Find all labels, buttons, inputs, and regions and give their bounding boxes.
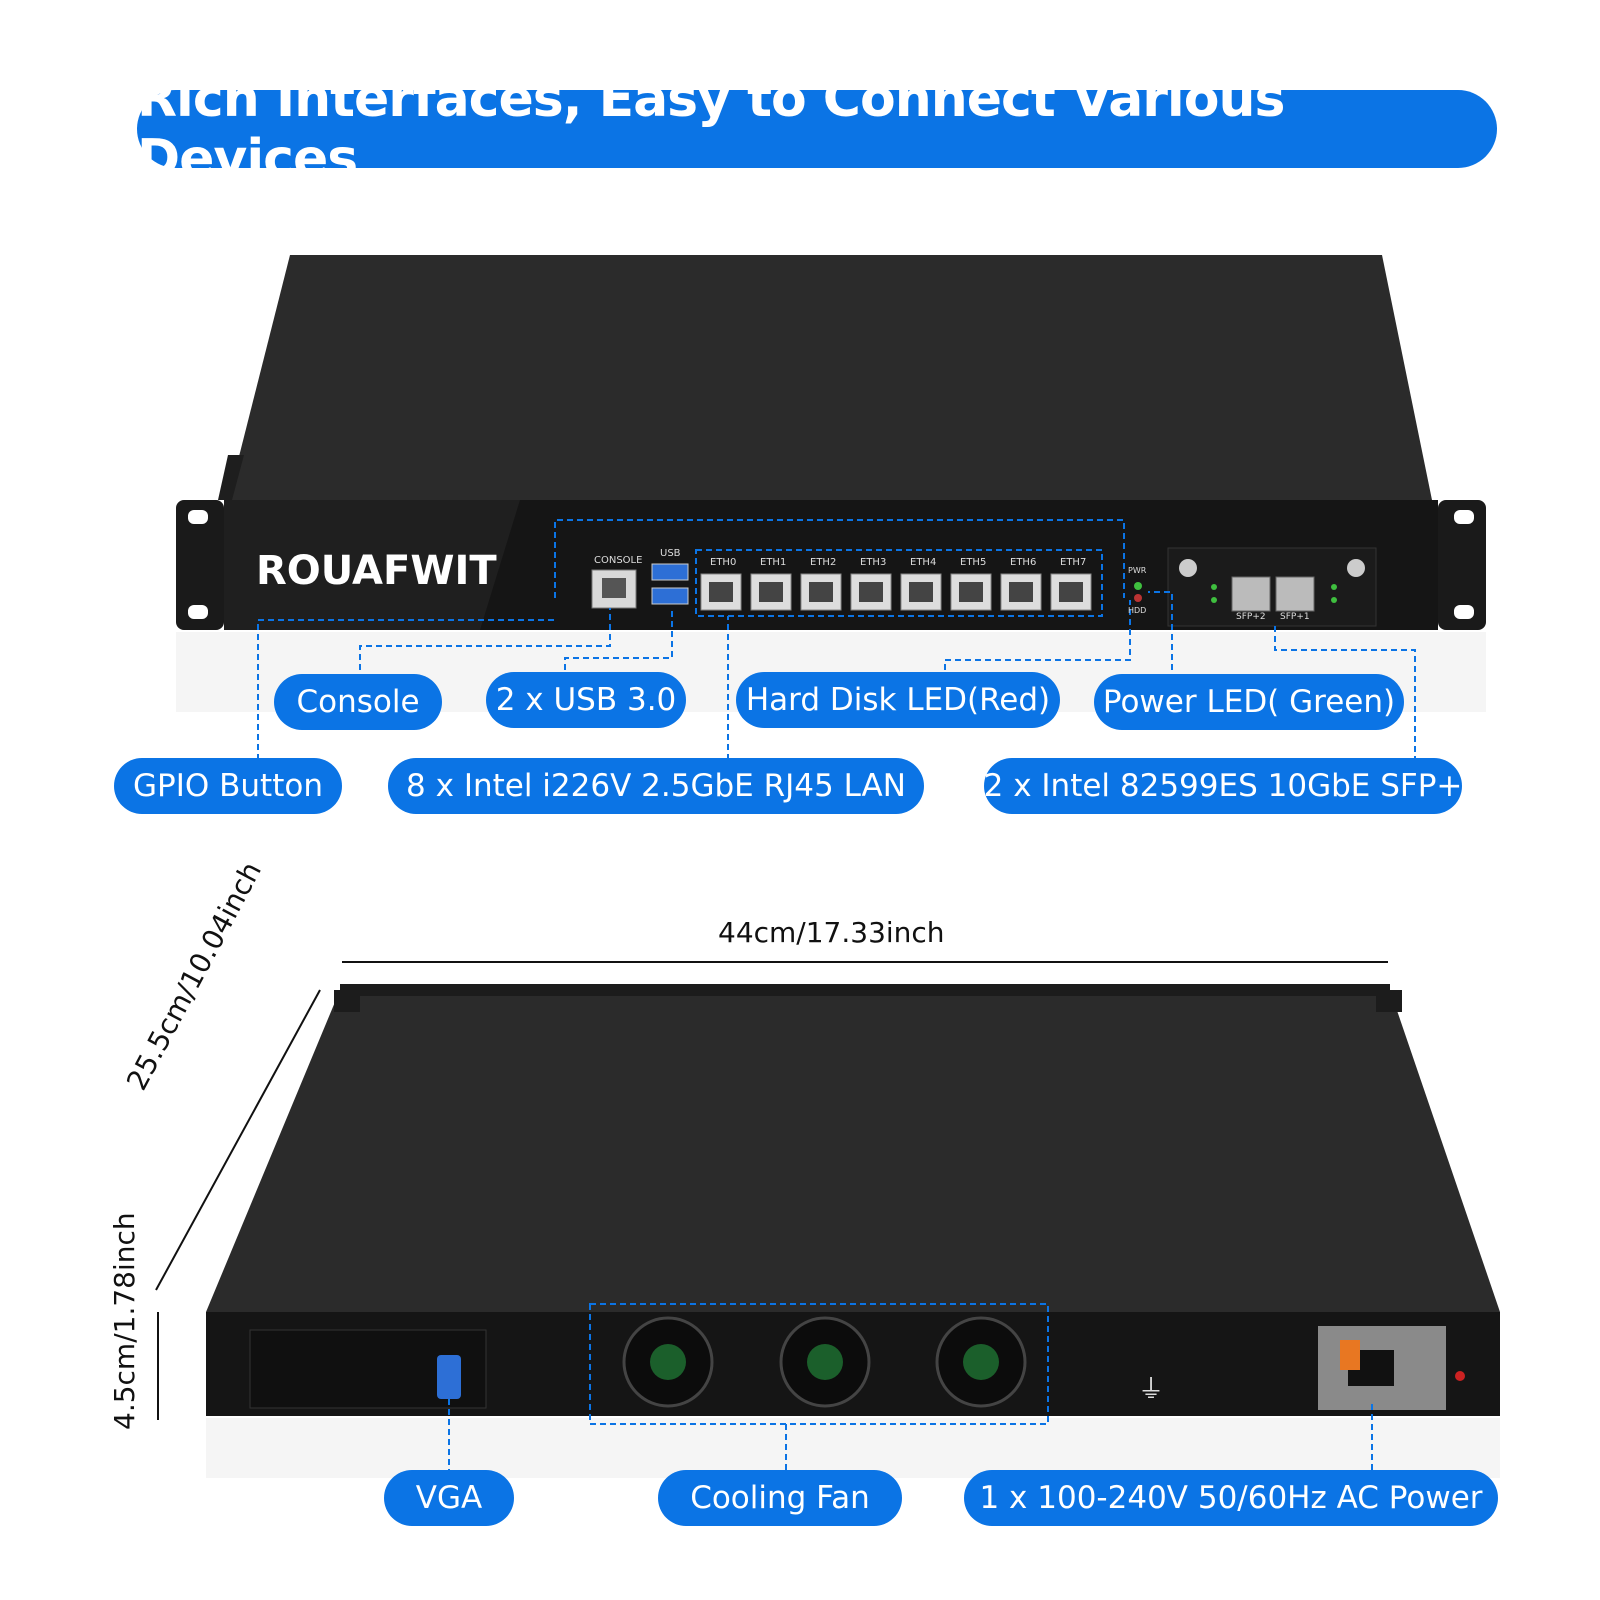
pwr-led-label: PWR [1128,566,1147,575]
callout-hdd-led: Hard Disk LED(Red) [736,672,1060,728]
callout-vga: VGA [384,1470,514,1526]
callout-sfp: 2 x Intel 82599ES 10GbE SFP+ [984,758,1462,814]
console-port-label: CONSOLE [594,555,643,566]
sfp1-label: SFP+1 [1280,612,1310,622]
svg-text:⏚: ⏚ [1138,1375,1164,1405]
callout-cooling-fan: Cooling Fan [658,1470,902,1526]
eth1-label: ETH1 [760,557,787,568]
hdd-led-label: HDD [1128,606,1147,615]
sfp-port [1231,576,1271,612]
eth-ports [700,573,1092,611]
front-device-side-left [218,455,244,500]
brand-logo: ROUAFWIT [256,548,497,594]
eth7-label: ETH7 [1060,557,1087,568]
eth5-label: ETH5 [960,557,987,568]
back-device-top [206,990,1500,1312]
vga-port [437,1355,461,1399]
sfp2-label: SFP+2 [1236,612,1266,622]
dimension-width: 44cm/17.33inch [718,916,945,949]
callout-console: Console [274,674,442,730]
rack-ear-left [176,500,224,630]
sfp-module [1167,547,1377,627]
usb-port-label: USB [660,548,681,559]
front-device-top [228,255,1432,500]
callout-gpio: GPIO Button [114,758,342,814]
eth2-label: ETH2 [810,557,837,568]
eth6-label: ETH6 [1010,557,1037,568]
callout-power-led: Power LED( Green) [1094,674,1404,730]
usb-port [651,587,689,605]
cooling-fans [622,1316,1027,1408]
callout-ac-power: 1 x 100-240V 50/60Hz AC Power [964,1470,1498,1526]
usb-port [651,563,689,581]
eth0-label: ETH0 [710,557,737,568]
rack-ear-right [1438,500,1486,630]
eth4-label: ETH4 [910,557,937,568]
sfp-port [1275,576,1315,612]
eth3-label: ETH3 [860,557,887,568]
callout-usb: 2 x USB 3.0 [486,672,686,728]
callout-lan: 8 x Intel i226V 2.5GbE RJ45 LAN [388,758,924,814]
dimension-height: 4.5cm/1.78inch [108,1212,141,1430]
power-led [1134,582,1142,590]
hdd-led [1134,594,1142,602]
